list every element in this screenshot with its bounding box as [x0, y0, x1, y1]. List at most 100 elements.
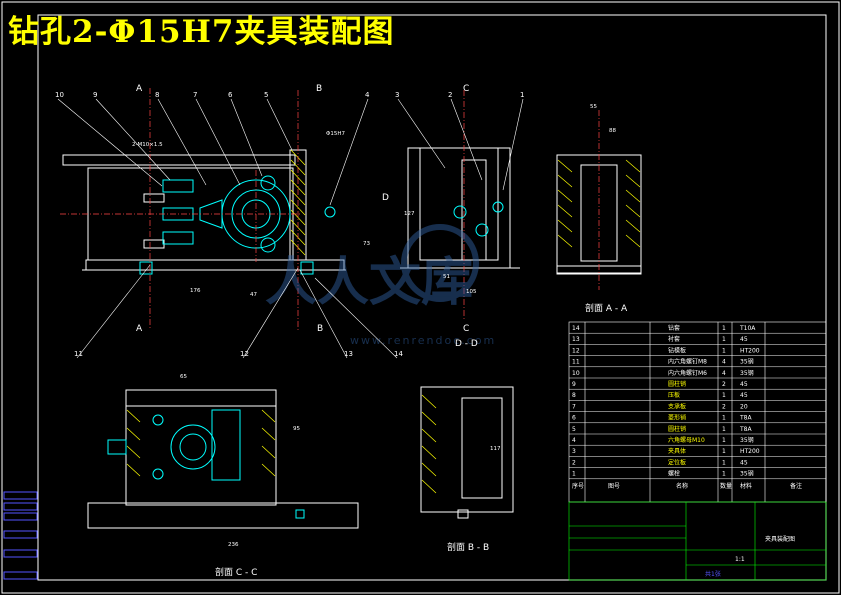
bom-row-qty: 1 [722, 392, 726, 399]
dimension-label: 176 [190, 288, 201, 294]
bom-row-name: 六角螺母M10 [668, 436, 705, 444]
dimension-label: Φ15H7 [326, 131, 345, 137]
balloon-number: 5 [264, 91, 268, 99]
balloon-leader [329, 98, 369, 206]
balloon-number: 2 [448, 91, 452, 99]
side-view [400, 90, 520, 320]
bom-row-name: 支承板 [668, 402, 686, 410]
section-c-view [87, 389, 359, 529]
bom-row-qty: 1 [722, 325, 726, 332]
bom-row-qty: 2 [722, 403, 726, 410]
bom-row-no: 8 [572, 392, 576, 399]
main-view [60, 88, 346, 330]
label-b-bottom: B [317, 324, 323, 334]
bom-row-qty: 1 [722, 347, 726, 354]
balloon-11: 11 [74, 264, 151, 359]
dimension-label: 236 [228, 542, 239, 548]
balloon-number: 8 [155, 91, 159, 99]
bom-row-material: HT200 [740, 347, 760, 354]
dimension-label: 95 [293, 426, 300, 432]
bom-row-material: 35钢 [740, 436, 754, 444]
bom-row-material: 45 [740, 336, 748, 343]
bom-row-no: 13 [572, 336, 580, 343]
balloon-number: 7 [193, 91, 197, 99]
balloon-leader [266, 98, 293, 151]
bom-row-material: T8A [739, 415, 752, 422]
bom-header-cell: 名称 [676, 482, 688, 490]
dimension-label: 65 [180, 374, 187, 380]
bom-header-cell: 材料 [740, 482, 752, 490]
bom-row-qty: 1 [722, 437, 726, 444]
bom-row-material: T10A [739, 325, 756, 332]
bom-row-material: 35钢 [740, 470, 754, 478]
dimension-label: 73 [363, 241, 370, 247]
caption-section-a: 剖面 A - A [585, 302, 628, 314]
balloon-14: 14 [314, 277, 403, 359]
caption-section-c: 剖面 C - C [215, 566, 257, 578]
balloon-number: 11 [74, 350, 83, 358]
bom-row-no: 2 [572, 459, 576, 466]
bom-row-no: 5 [572, 426, 576, 433]
section-b-view [420, 386, 514, 519]
bom-header-cell: 序号 [572, 482, 584, 490]
label-b-top: B [316, 84, 322, 94]
bom-row-qty: 1 [722, 336, 726, 343]
balloon-number: 1 [520, 91, 524, 99]
balloon-leader [397, 98, 446, 169]
bom-row: 14 钻套 1 T10A [569, 324, 826, 334]
balloon-3: 3 [395, 91, 446, 169]
balloon-number: 12 [240, 350, 249, 358]
bom-row-no: 6 [572, 415, 576, 422]
dimension-label: 55 [590, 104, 597, 110]
drawing-title: 钻孔2-Φ15H7夹具装配图 [8, 14, 395, 50]
titleblock-name: 夹具装配图 [765, 535, 795, 543]
balloon-number: 10 [55, 91, 64, 99]
balloon-number: 3 [395, 91, 399, 99]
balloon-leader [57, 98, 163, 187]
balloon-leader [299, 269, 348, 359]
bom-row-name: 圆柱销 [668, 425, 686, 433]
label-a-bottom: A [136, 324, 143, 334]
bom-row-name: 钻套 [668, 324, 680, 332]
caption-view-d: D - D [455, 339, 478, 349]
bom-header-cell: 备注 [790, 482, 802, 490]
label-a-top: A [136, 84, 143, 94]
bom-row-name: 压板 [668, 391, 680, 399]
dimension-labels: 176654773105518855127236117952-M10×1.5Φ1… [132, 104, 616, 548]
bom-row-material: T8A [739, 426, 752, 433]
balloon-leader [76, 264, 151, 359]
bom-row-no: 12 [572, 347, 580, 354]
bom-row-no: 11 [572, 359, 580, 366]
bom-row-no: 14 [572, 325, 580, 332]
bom-row-qty: 4 [722, 359, 726, 366]
balloon-13: 13 [299, 269, 353, 359]
balloon-8: 8 [155, 91, 207, 186]
balloon-leader [157, 98, 207, 186]
balloon-1: 1 [502, 91, 524, 191]
balloon-number: 9 [93, 91, 97, 99]
balloon-number: 13 [344, 350, 353, 358]
balloon-leader [95, 98, 171, 181]
bom-row-material: 45 [740, 459, 748, 466]
bom-row-material: 45 [740, 392, 748, 399]
balloon-4: 4 [329, 91, 370, 206]
label-d: D [382, 193, 389, 203]
bom-header: 序号图号名称数量材料备注 [572, 482, 802, 490]
balloon-leader [502, 98, 524, 191]
bom-row-material: 20 [740, 403, 748, 410]
balloon-12: 12 [240, 267, 299, 359]
balloon-number: 4 [365, 91, 370, 99]
bom-row-qty: 1 [722, 448, 726, 455]
label-c-bottom: C [463, 324, 469, 334]
bom-row-no: 10 [572, 370, 580, 377]
bom-row-name: 衬套 [668, 335, 680, 343]
bom-row-no: 9 [572, 381, 576, 388]
